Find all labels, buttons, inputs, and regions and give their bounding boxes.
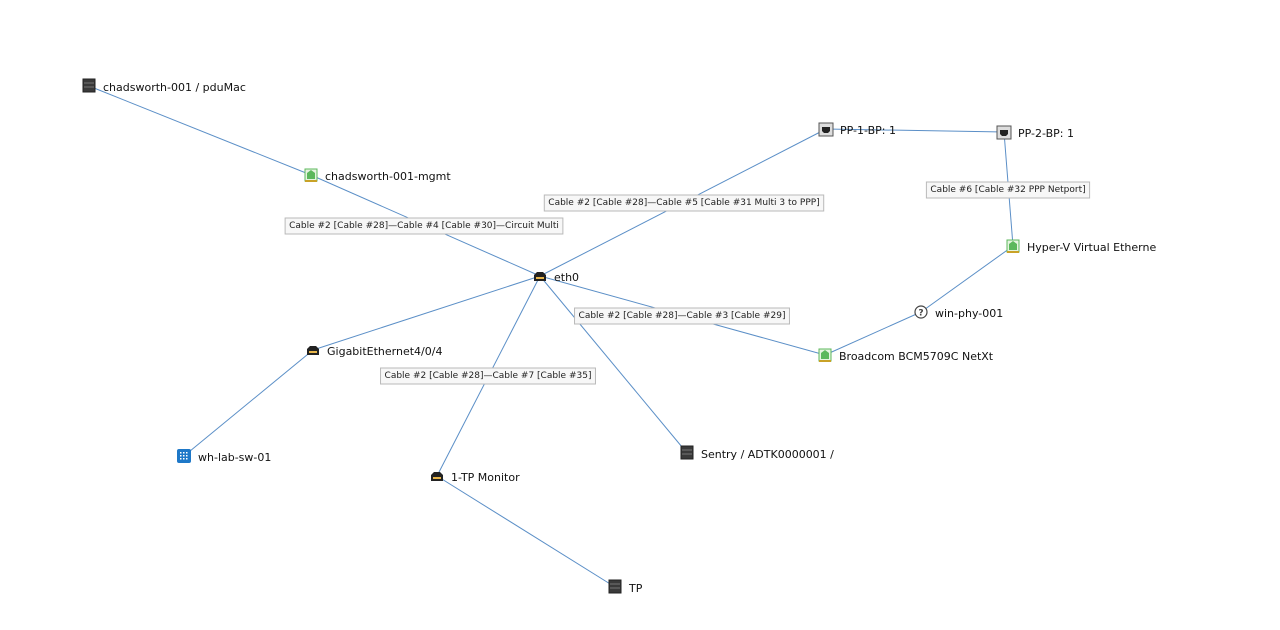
cable-label-text: Cable #2 [Cable #28]—Cable #3 [Cable #29…	[579, 311, 786, 321]
server-icon	[82, 78, 96, 93]
server-icon-body	[608, 579, 622, 594]
node-label: Broadcom BCM5709C NetXt	[839, 350, 994, 363]
cable-label-text: Cable #2 [Cable #28]—Cable #7 [Cable #35…	[385, 371, 592, 381]
port-icon-body	[431, 472, 443, 481]
node-label: win-phy-001	[935, 307, 1003, 320]
switch-icon	[177, 449, 191, 463]
switch-icon-port	[183, 455, 185, 457]
patch-panel-port-icon	[996, 125, 1012, 140]
nodes-layer: chadsworth-001 / pduMac chadsworth-001-mg…	[82, 78, 1156, 595]
node-hyperv[interactable]: Hyper-V Virtual Etherne	[1006, 239, 1156, 254]
node-label: chadsworth-001-mgmt	[325, 170, 451, 183]
ethernet-port-icon	[307, 346, 319, 355]
node-tpmon[interactable]: 1-TP Monitor	[431, 471, 520, 484]
cable-label[interactable]: Cable #6 [Cable #32 PPP Netport]	[925, 181, 1091, 199]
edges-layer	[88, 85, 1014, 588]
node-label: Hyper-V Virtual Etherne	[1027, 241, 1156, 254]
port-icon-contacts	[309, 351, 317, 353]
switch-icon-port	[180, 455, 182, 457]
node-label: 1-TP Monitor	[451, 471, 520, 484]
switch-icon-port	[183, 458, 185, 460]
node-pdu[interactable]: chadsworth-001 / pduMac	[82, 78, 246, 94]
cable-label-box	[925, 181, 1091, 199]
connection-line-winphy-broadcom[interactable]	[824, 311, 922, 356]
server-icon	[608, 579, 622, 594]
cable-label-box	[284, 217, 564, 235]
server-icon-body	[82, 78, 96, 93]
switch-icon-port	[186, 455, 188, 457]
network-card-icon	[1006, 239, 1020, 253]
cable-label[interactable]: Cable #2 [Cable #28]—Cable #5 [Cable #31…	[543, 194, 825, 212]
node-label: PP-1-BP: 1	[840, 124, 896, 137]
connection-line-pdu-mgmt[interactable]	[88, 85, 312, 176]
port-icon-body	[534, 272, 546, 281]
unknown-icon-circle	[914, 305, 928, 319]
nic-icon-chip	[1009, 241, 1017, 250]
switch-icon-port	[186, 452, 188, 454]
node-label: eth0	[554, 271, 579, 284]
cable-label-text: Cable #6 [Cable #32 PPP Netport]	[930, 185, 1085, 195]
connection-line-eth0-sentry[interactable]	[539, 275, 688, 454]
cable-label-text: Cable #2 [Cable #28]—Cable #5 [Cable #31…	[548, 198, 819, 208]
node-winphy[interactable]: ? win-phy-001	[914, 305, 1003, 320]
switch-icon-port	[180, 452, 182, 454]
cable-label[interactable]: Cable #2 [Cable #28]—Cable #4 [Cable #30…	[284, 217, 564, 235]
node-pp2[interactable]: PP-2-BP: 1	[996, 125, 1074, 140]
switch-icon-port	[186, 458, 188, 460]
server-icon	[680, 445, 694, 460]
node-label: TP	[628, 582, 643, 595]
connection-line-hyperv-winphy[interactable]	[920, 245, 1014, 313]
node-label: GigabitEthernet4/0/4	[327, 345, 442, 358]
node-sentry[interactable]: Sentry / ADTK0000001 /	[680, 445, 834, 461]
patch-panel-port-icon	[818, 122, 834, 137]
node-gig[interactable]: GigabitEthernet4/0/4	[307, 345, 442, 358]
node-label: PP-2-BP: 1	[1018, 127, 1074, 140]
node-tp[interactable]: TP	[608, 579, 643, 595]
connection-line-eth0-gig[interactable]	[312, 275, 541, 351]
node-label: wh-lab-sw-01	[198, 451, 271, 464]
node-mgmt[interactable]: chadsworth-001-mgmt	[304, 168, 451, 183]
cable-label-box	[543, 194, 825, 212]
cable-label-box	[380, 367, 596, 385]
port-icon-body	[307, 346, 319, 355]
cable-label[interactable]: Cable #2 [Cable #28]—Cable #3 [Cable #29…	[574, 307, 790, 325]
patch-icon-jack	[822, 127, 830, 133]
connection-line-pp1-pp2[interactable]	[825, 128, 1005, 133]
nic-icon-chip	[821, 350, 829, 359]
node-whlab[interactable]: wh-lab-sw-01	[177, 449, 271, 464]
server-icon-body	[680, 445, 694, 460]
cable-label[interactable]: Cable #2 [Cable #28]—Cable #7 [Cable #35…	[380, 367, 596, 385]
port-icon-contacts	[433, 477, 441, 479]
unknown-device-icon: ?	[914, 305, 928, 319]
ethernet-port-icon	[431, 472, 443, 481]
node-label: chadsworth-001 / pduMac	[103, 81, 246, 94]
switch-icon-port	[183, 452, 185, 454]
node-pp1[interactable]: PP-1-BP: 1	[818, 122, 896, 137]
node-broadcom[interactable]: Broadcom BCM5709C NetXt	[818, 348, 994, 363]
network-card-icon	[818, 348, 832, 362]
connection-line-tpmon-tp[interactable]	[436, 475, 616, 588]
port-icon-contacts	[536, 277, 544, 279]
cable-labels-layer: Cable #2 [Cable #28]—Cable #4 [Cable #30…	[284, 181, 1091, 385]
nic-icon-chip	[307, 170, 315, 179]
ethernet-port-icon	[534, 272, 546, 281]
node-eth0[interactable]: eth0	[534, 271, 579, 284]
node-label: Sentry / ADTK0000001 /	[701, 448, 834, 461]
cable-label-box	[574, 307, 790, 325]
patch-icon-jack	[1000, 130, 1008, 136]
unknown-icon-mark: ?	[918, 309, 923, 319]
network-card-icon	[304, 168, 318, 182]
switch-icon-port	[180, 458, 182, 460]
cable-label-text: Cable #2 [Cable #28]—Cable #4 [Cable #30…	[289, 221, 559, 231]
connection-line-gig-whlab[interactable]	[183, 349, 314, 457]
